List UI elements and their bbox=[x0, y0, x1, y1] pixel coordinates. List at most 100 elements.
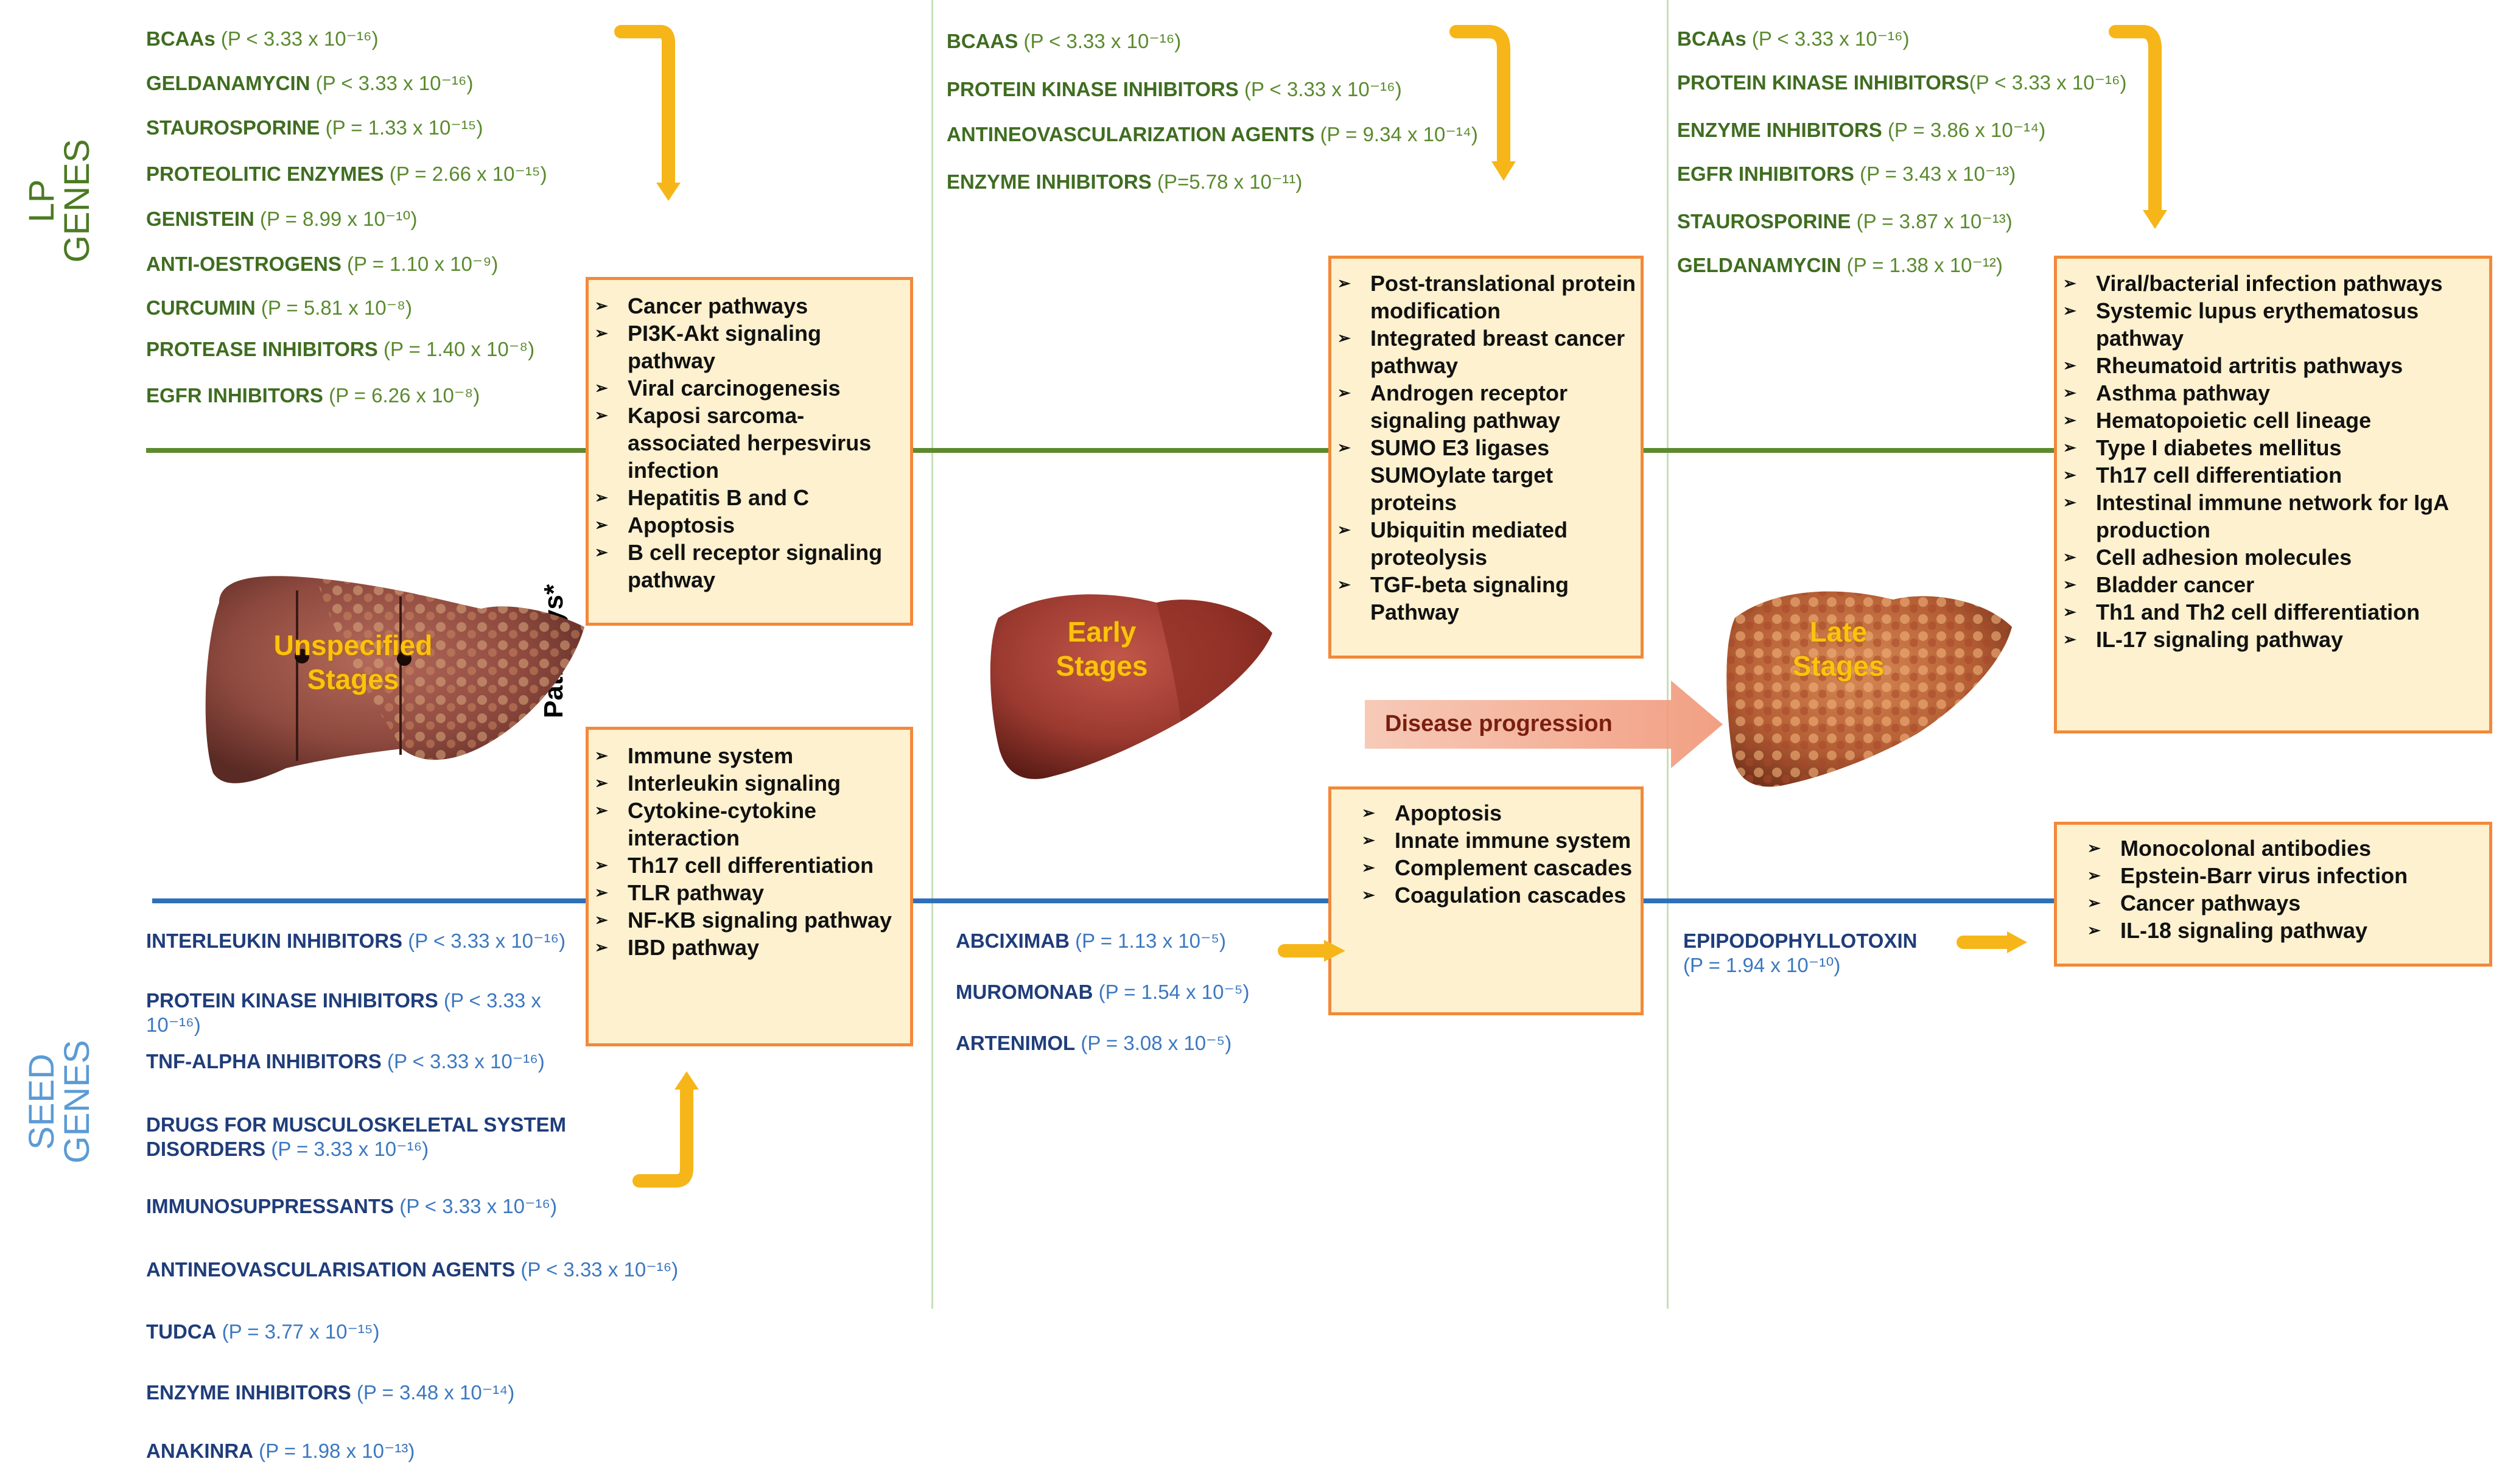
pathway-item: Cancer pathways bbox=[2081, 889, 2489, 917]
drug-item: PROTEOLITIC ENZYMES (P = 2.66 x 10⁻¹⁵) bbox=[146, 163, 547, 185]
drug-item: CURCUMIN (P = 5.81 x 10⁻⁸) bbox=[146, 296, 412, 319]
column-divider-1 bbox=[931, 0, 933, 1309]
drug-item: PROTEIN KINASE INHIBITORS (P < 3.33 x 10… bbox=[947, 78, 1402, 100]
pathway-item: Kaposi sarcoma-associated herpesvirus in… bbox=[589, 402, 910, 484]
arrow-lp-early bbox=[1449, 25, 1510, 168]
pathway-item: Androgen receptor signaling pathway bbox=[1331, 379, 1641, 434]
drug-item: TNF-ALPHA INHIBITORS (P < 3.33 x 10⁻¹⁶) bbox=[146, 1050, 545, 1073]
drug-item: ARTENIMOL (P = 3.08 x 10⁻⁵) bbox=[956, 1032, 1232, 1054]
column-divider-2 bbox=[1667, 0, 1669, 1309]
arrow-lp-unspecified bbox=[614, 25, 675, 189]
pathway-item: Bladder cancer bbox=[2057, 571, 2489, 598]
drug-item: INTERLEUKIN INHIBITORS (P < 3.33 x 10⁻¹⁶… bbox=[146, 929, 566, 952]
pathway-item: Post-translational protein modification bbox=[1331, 270, 1641, 324]
pathway-item: Apoptosis bbox=[1356, 799, 1641, 827]
pathway-item: NF-KB signaling pathway bbox=[589, 906, 910, 934]
drug-item: EGFR INHIBITORS (P = 6.26 x 10⁻⁸) bbox=[146, 384, 480, 407]
drug-item: ENZYME INHIBITORS (P=5.78 x 10⁻¹¹) bbox=[947, 170, 1303, 193]
pathway-item: Th1 and Th2 cell differentiation bbox=[2057, 598, 2489, 626]
pathway-item: Complement cascades bbox=[1356, 854, 1641, 881]
stage-label-line: Late bbox=[1809, 616, 1868, 648]
drug-item: GENISTEIN (P = 8.99 x 10⁻¹⁰) bbox=[146, 208, 418, 230]
disease-progression-arrow bbox=[1365, 681, 1723, 768]
drug-item: BCAAS (P < 3.33 x 10⁻¹⁶) bbox=[947, 30, 1182, 52]
pathway-item: Viral/bacterial infection pathways bbox=[2057, 270, 2489, 297]
pathway-item: Innate immune system bbox=[1356, 827, 1641, 854]
drug-item: ANAKINRA (P = 1.98 x 10⁻¹³) bbox=[146, 1440, 415, 1462]
pathway-item: Epstein-Barr virus infection bbox=[2081, 862, 2489, 889]
pathway-item: PI3K-Akt signaling pathway bbox=[589, 320, 910, 374]
pathway-item: Immune system bbox=[589, 742, 910, 769]
pathway-item: Interleukin signaling bbox=[589, 769, 910, 797]
drug-item: GELDANAMYCIN (P < 3.33 x 10⁻¹⁶) bbox=[146, 72, 474, 94]
pathway-item: Hepatitis B and C bbox=[589, 484, 910, 511]
lp-pathway-box-late: Viral/bacterial infection pathways Syste… bbox=[2054, 256, 2492, 733]
drug-item: PROTEIN KINASE INHIBITORS (P < 3.33 x 10… bbox=[146, 989, 541, 1036]
seed-pathway-box-early: Apoptosis Innate immune system Complemen… bbox=[1328, 786, 1644, 1015]
stage-label-line: Early bbox=[1067, 616, 1137, 648]
pathway-item: SUMO E3 ligases SUMOylate target protein… bbox=[1331, 434, 1641, 516]
pathway-item: Cell adhesion molecules bbox=[2057, 544, 2489, 571]
drug-item: ANTI-OESTROGENS (P = 1.10 x 10⁻⁹) bbox=[146, 253, 499, 275]
stage-label-early: Early Stages bbox=[1029, 615, 1175, 683]
drug-item: STAUROSPORINE (P = 1.33 x 10⁻¹⁵) bbox=[146, 116, 483, 139]
pathway-item: Coagulation cascades bbox=[1356, 881, 1641, 909]
seed-pathway-box-unspecified: Immune system Interleukin signaling Cyto… bbox=[586, 727, 913, 1046]
pathway-item: IBD pathway bbox=[589, 934, 910, 961]
pathway-item: B cell receptor signaling pathway bbox=[589, 539, 910, 593]
liver-late bbox=[1726, 591, 2012, 787]
drug-item: PROTEIN KINASE INHIBITORS(P < 3.33 x 10⁻… bbox=[1677, 71, 2127, 94]
pathway-item: Hematopoietic cell lineage bbox=[2057, 407, 2489, 434]
stage-label-late: Late Stages bbox=[1765, 615, 1911, 683]
lp-pathway-box-unspecified: Cancer pathways PI3K-Akt signaling pathw… bbox=[586, 277, 913, 626]
pathway-item: Viral carcinogenesis bbox=[589, 374, 910, 402]
pathway-item: Ubiquitin mediated proteolysis bbox=[1331, 516, 1641, 571]
drug-item: EGFR INHIBITORS (P = 3.43 x 10⁻¹³) bbox=[1677, 163, 2016, 185]
pathway-item: IL-17 signaling pathway bbox=[2057, 626, 2489, 653]
drug-item: MUROMONAB (P = 1.54 x 10⁻⁵) bbox=[956, 981, 1250, 1003]
seed-pathway-box-late: Monocolonal antibodies Epstein-Barr viru… bbox=[2054, 822, 2492, 967]
drug-item: ANTINEOVASCULARISATION AGENTS (P < 3.33 … bbox=[146, 1258, 679, 1281]
pathway-item: Th17 cell differentiation bbox=[2057, 461, 2489, 489]
drug-item: STAUROSPORINE (P = 3.87 x 10⁻¹³) bbox=[1677, 210, 2013, 233]
pathway-item: TGF-beta signaling Pathway bbox=[1331, 571, 1641, 626]
drug-item: ENZYME INHIBITORS (P = 3.86 x 10⁻¹⁴) bbox=[1677, 119, 2046, 141]
stage-label-line: Unspecified bbox=[273, 629, 433, 661]
pathway-item: Monocolonal antibodies bbox=[2081, 835, 2489, 862]
drug-item: IMMUNOSUPPRESSANTS (P < 3.33 x 10⁻¹⁶) bbox=[146, 1195, 557, 1217]
lp-pathway-box-early: Post-translational protein modification … bbox=[1328, 256, 1644, 659]
arrow-seed-unspecified bbox=[632, 1083, 693, 1188]
drug-item: (P = 1.94 x 10⁻¹⁰) bbox=[1683, 954, 1841, 976]
arrow-lp-late bbox=[2109, 25, 2162, 217]
pathway-item: Th17 cell differentiation bbox=[589, 852, 910, 879]
drug-item: BCAAs (P < 3.33 x 10⁻¹⁶) bbox=[1677, 27, 1910, 50]
liver-unspecified bbox=[205, 576, 584, 783]
lp-line bbox=[146, 448, 2216, 453]
pathway-item: Rheumatoid artritis pathways bbox=[2057, 352, 2489, 379]
drug-item: DRUGS FOR MUSCULOSKELETAL SYSTEM DISORDE… bbox=[146, 1113, 566, 1160]
stage-label-unspecified: Unspecified Stages bbox=[262, 628, 444, 696]
pathway-item: Apoptosis bbox=[589, 511, 910, 539]
pathway-item: Asthma pathway bbox=[2057, 379, 2489, 407]
drug-item: PROTEASE INHIBITORS (P = 1.40 x 10⁻⁸) bbox=[146, 338, 535, 360]
seed-line bbox=[152, 898, 2216, 903]
pathway-item: Integrated breast cancer pathway bbox=[1331, 324, 1641, 379]
pathway-item: TLR pathway bbox=[589, 879, 910, 906]
liver-early bbox=[990, 594, 1272, 779]
pathway-item: Intestinal immune network for IgA produc… bbox=[2057, 489, 2489, 544]
stage-label-line: Stages bbox=[1792, 650, 1885, 682]
drug-item: TUDCA (P = 3.77 x 10⁻¹⁵) bbox=[146, 1320, 380, 1343]
drug-item: BCAAs (P < 3.33 x 10⁻¹⁶) bbox=[146, 27, 379, 50]
stage-label-line: Stages bbox=[1056, 650, 1148, 682]
drug-item: ABCIXIMAB (P = 1.13 x 10⁻⁵) bbox=[956, 929, 1227, 952]
disease-progression-label: Disease progression bbox=[1385, 711, 1613, 737]
stage-label-line: Stages bbox=[307, 663, 399, 695]
pathway-item: Cancer pathways bbox=[589, 292, 910, 320]
pathway-item: Cytokine-cytokine interaction bbox=[589, 797, 910, 852]
drug-item: GELDANAMYCIN (P = 1.38 x 10⁻¹²) bbox=[1677, 254, 2003, 276]
pathway-item: IL-18 signaling pathway bbox=[2081, 917, 2489, 944]
pathway-item: Type I diabetes mellitus bbox=[2057, 434, 2489, 461]
drug-item: ANTINEOVASCULARIZATION AGENTS (P = 9.34 … bbox=[947, 123, 1478, 145]
pathway-item: Systemic lupus erythematosus pathway bbox=[2057, 297, 2489, 352]
drug-item: ENZYME INHIBITORS (P = 3.48 x 10⁻¹⁴) bbox=[146, 1381, 515, 1404]
